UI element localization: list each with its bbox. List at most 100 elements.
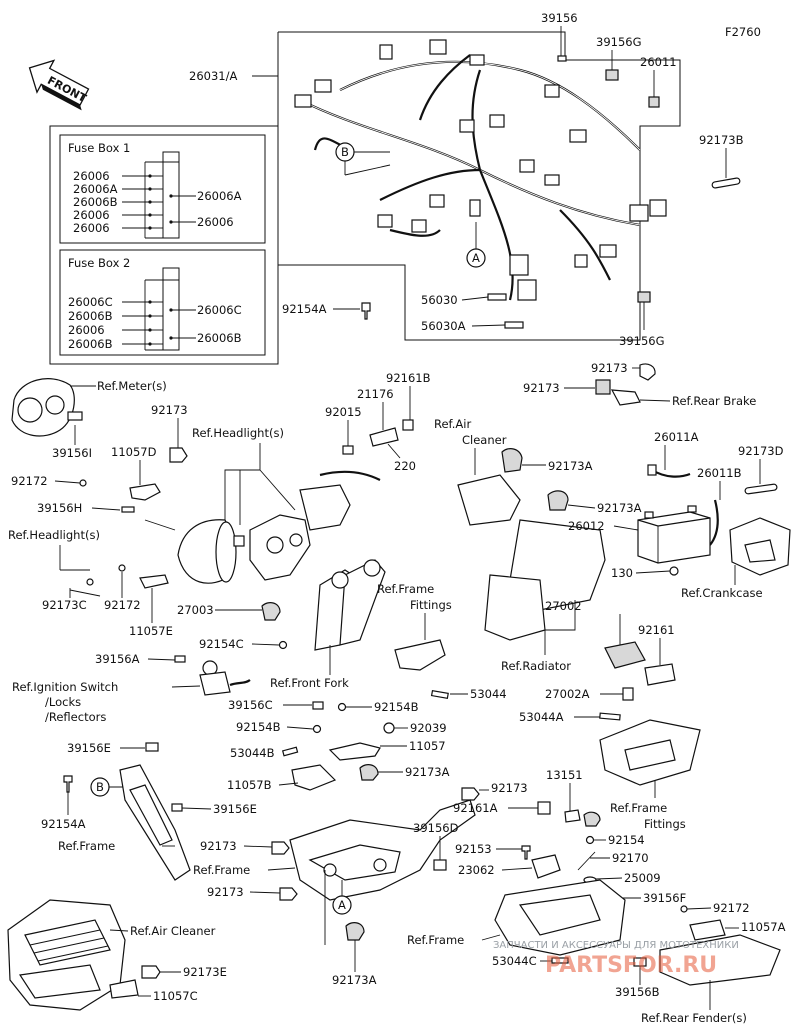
label-92154B-2: 92154B <box>236 720 281 734</box>
part-92172-right <box>680 905 688 913</box>
part-92154A-left <box>63 775 73 793</box>
svg-text:26006C: 26006C <box>68 295 113 309</box>
main-wiring-harness <box>294 39 667 301</box>
part-130 <box>669 566 679 576</box>
label-39156I: 39156I <box>52 446 92 460</box>
label-39156F: 39156F <box>643 891 686 905</box>
label-92173B: 92173B <box>699 133 744 147</box>
front-arrow-icon: FRONT <box>28 59 90 111</box>
fuse-box-outline <box>49 125 279 365</box>
label-11057E: 11057E <box>129 624 173 638</box>
label-92173E: 92173E <box>183 965 227 979</box>
part-11057C <box>109 979 139 999</box>
part-92161A <box>537 801 551 815</box>
ignition-switch <box>199 660 251 696</box>
label-39156A: 39156A <box>95 652 140 666</box>
label-11057C: 11057C <box>153 989 198 1003</box>
frame-fitting-bracket <box>394 639 446 671</box>
label-92161A: 92161A <box>453 801 498 815</box>
label-25009: 25009 <box>624 871 661 885</box>
part-92153 <box>521 845 531 860</box>
label-39156B: 39156B <box>615 985 660 999</box>
crankcase <box>729 517 791 576</box>
fuse-box-1: Fuse Box 1 26006 26006A 26006B 26006 260… <box>59 134 266 244</box>
svg-text:26006A: 26006A <box>73 182 118 196</box>
part-39156G-bottom <box>637 291 651 303</box>
label-ref-ignition-1: Ref.Ignition Switch <box>12 680 118 694</box>
label-92015: 92015 <box>325 405 362 419</box>
label-39156G-bottom: 39156G <box>619 334 665 348</box>
front-fork <box>314 559 386 651</box>
label-ref-meter: Ref.Meter(s) <box>97 379 167 393</box>
part-27003 <box>261 602 281 621</box>
label-11057A: 11057A <box>741 920 786 934</box>
part-11057D <box>129 483 161 501</box>
fuse-box-2-title: Fuse Box 2 <box>68 256 130 270</box>
part-27002A <box>622 687 634 701</box>
part-56030A <box>504 321 524 329</box>
label-92154A-top: 92154A <box>282 302 327 316</box>
label-53044A: 53044A <box>519 710 564 724</box>
figure-code: F2760 <box>725 25 761 39</box>
label-ref-headlight-left: Ref.Headlight(s) <box>8 528 100 542</box>
label-ref-frame-fittings-r2: Fittings <box>644 817 686 831</box>
part-92161 <box>644 663 676 686</box>
label-92170: 92170 <box>612 851 649 865</box>
label-11057D: 11057D <box>111 445 157 459</box>
label-ref-rear-fender: Ref.Rear Fender(s) <box>641 1011 747 1025</box>
part-56030 <box>487 293 507 301</box>
label-53044C: 53044C <box>492 954 537 968</box>
part-92173-meter <box>169 447 188 463</box>
label-39156D: 39156D <box>413 821 459 835</box>
fuse-box-1-title: Fuse Box 1 <box>68 141 130 155</box>
part-39156-top <box>557 55 567 62</box>
part-53044B <box>281 746 299 757</box>
part-92173D <box>744 483 778 495</box>
label-39156H: 39156H <box>37 501 82 515</box>
part-92173A-2 <box>547 490 569 511</box>
label-39156E-1: 39156E <box>67 741 111 755</box>
label-92173A-2: 92173A <box>597 501 642 515</box>
label-11057B: 11057B <box>227 778 272 792</box>
part-92015 <box>342 445 354 455</box>
label-27003: 27003 <box>177 603 214 617</box>
label-ref-frame-fittings-r1: Ref.Frame <box>610 801 667 815</box>
label-26011A: 26011A <box>654 430 699 444</box>
part-92039 <box>383 722 395 734</box>
label-130: 130 <box>611 566 633 580</box>
label-92172-left: 92172 <box>11 474 48 488</box>
label-ref-headlight-top: Ref.Headlight(s) <box>192 426 284 440</box>
label-92173-meter: 92173 <box>151 403 188 417</box>
label-92173A-1: 92173A <box>548 459 593 473</box>
svg-text:26006: 26006 <box>73 169 110 183</box>
label-27002: 27002 <box>545 599 582 613</box>
svg-text:A: A <box>472 251 480 265</box>
label-13151: 13151 <box>546 768 583 782</box>
label-11057: 11057 <box>409 739 446 753</box>
label-ref-air-cleaner-bot: Ref.Air Cleaner <box>130 924 216 938</box>
label-56030: 56030 <box>421 293 458 307</box>
label-92173-mid: 92173 <box>491 781 528 795</box>
label-ref-frame-bot: Ref.Frame <box>407 933 464 947</box>
svg-text:26006: 26006 <box>197 215 234 229</box>
svg-text:B: B <box>341 145 349 159</box>
part-92173B <box>711 177 741 189</box>
battery <box>637 505 711 564</box>
label-21176: 21176 <box>357 387 394 401</box>
label-92173-rb2: 92173 <box>523 381 560 395</box>
label-ref-frame-left: Ref.Frame <box>58 839 115 853</box>
label-ref-air-cleaner-top-1: Ref.Air <box>434 417 471 431</box>
harness-group-outline <box>277 31 681 341</box>
label-ref-air-cleaner-top-2: Cleaner <box>462 433 507 447</box>
label-92153: 92153 <box>455 842 492 856</box>
label-92173A-3: 92173A <box>405 765 450 779</box>
svg-text:26006B: 26006B <box>73 195 118 209</box>
part-53044C <box>551 957 569 964</box>
svg-text:26006: 26006 <box>73 208 110 222</box>
label-92039: 92039 <box>410 721 447 735</box>
part-11057A <box>689 919 726 941</box>
label-27002A: 27002A <box>545 687 590 701</box>
svg-text:26006B: 26006B <box>197 331 242 345</box>
part-26011B <box>709 499 719 546</box>
label-92154: 92154 <box>608 833 645 847</box>
